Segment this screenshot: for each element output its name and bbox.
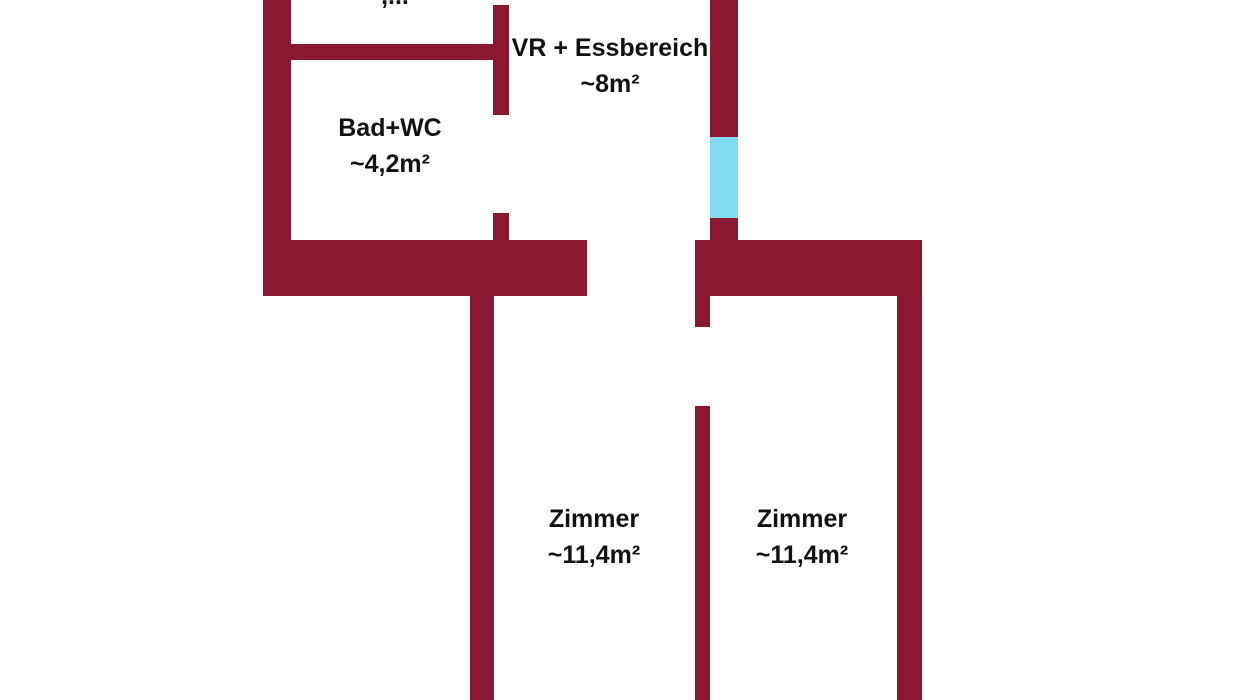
wall-zimmer-divider-lower	[695, 406, 710, 700]
wall-top-room-divider	[291, 44, 494, 60]
room-label-top-partial: ,...	[340, 0, 450, 14]
room-name-zimmer-left: Zimmer	[548, 505, 640, 533]
room-label-vr-essbereich: VR + Essbereich ~8m²	[500, 30, 720, 102]
wall-vr-right-upper	[710, 0, 738, 137]
wall-zimmer-divider-upper	[695, 296, 710, 327]
room-name-vr-essbereich: VR + Essbereich	[511, 34, 709, 62]
wall-vr-right-lower	[710, 218, 738, 242]
room-name-bad-wc: Bad+WC	[338, 114, 442, 142]
room-label-zimmer-left: Zimmer ~11,4m²	[514, 501, 674, 573]
window	[710, 137, 738, 218]
room-label-zimmer-right: Zimmer ~11,4m²	[722, 501, 882, 573]
room-area-bad-wc: ~4,2m²	[350, 150, 430, 178]
wall-bath-right-lower	[493, 213, 509, 241]
room-area-vr-essbereich: ~8m²	[580, 70, 640, 98]
wall-zimmer-right-outer	[897, 296, 922, 700]
room-area-zimmer-right: ~11,4m²	[755, 541, 849, 569]
wall-zimmer-left-outer	[470, 296, 494, 700]
wall-middle-right	[695, 240, 922, 296]
room-label-bad-wc: Bad+WC ~4,2m²	[320, 110, 460, 182]
wall-middle-left	[263, 240, 587, 296]
room-area-top-partial: ,...	[340, 0, 450, 14]
room-name-zimmer-right: Zimmer	[756, 505, 848, 533]
room-area-zimmer-left: ~11,4m²	[547, 541, 641, 569]
wall-bath-right-upper	[493, 5, 509, 115]
